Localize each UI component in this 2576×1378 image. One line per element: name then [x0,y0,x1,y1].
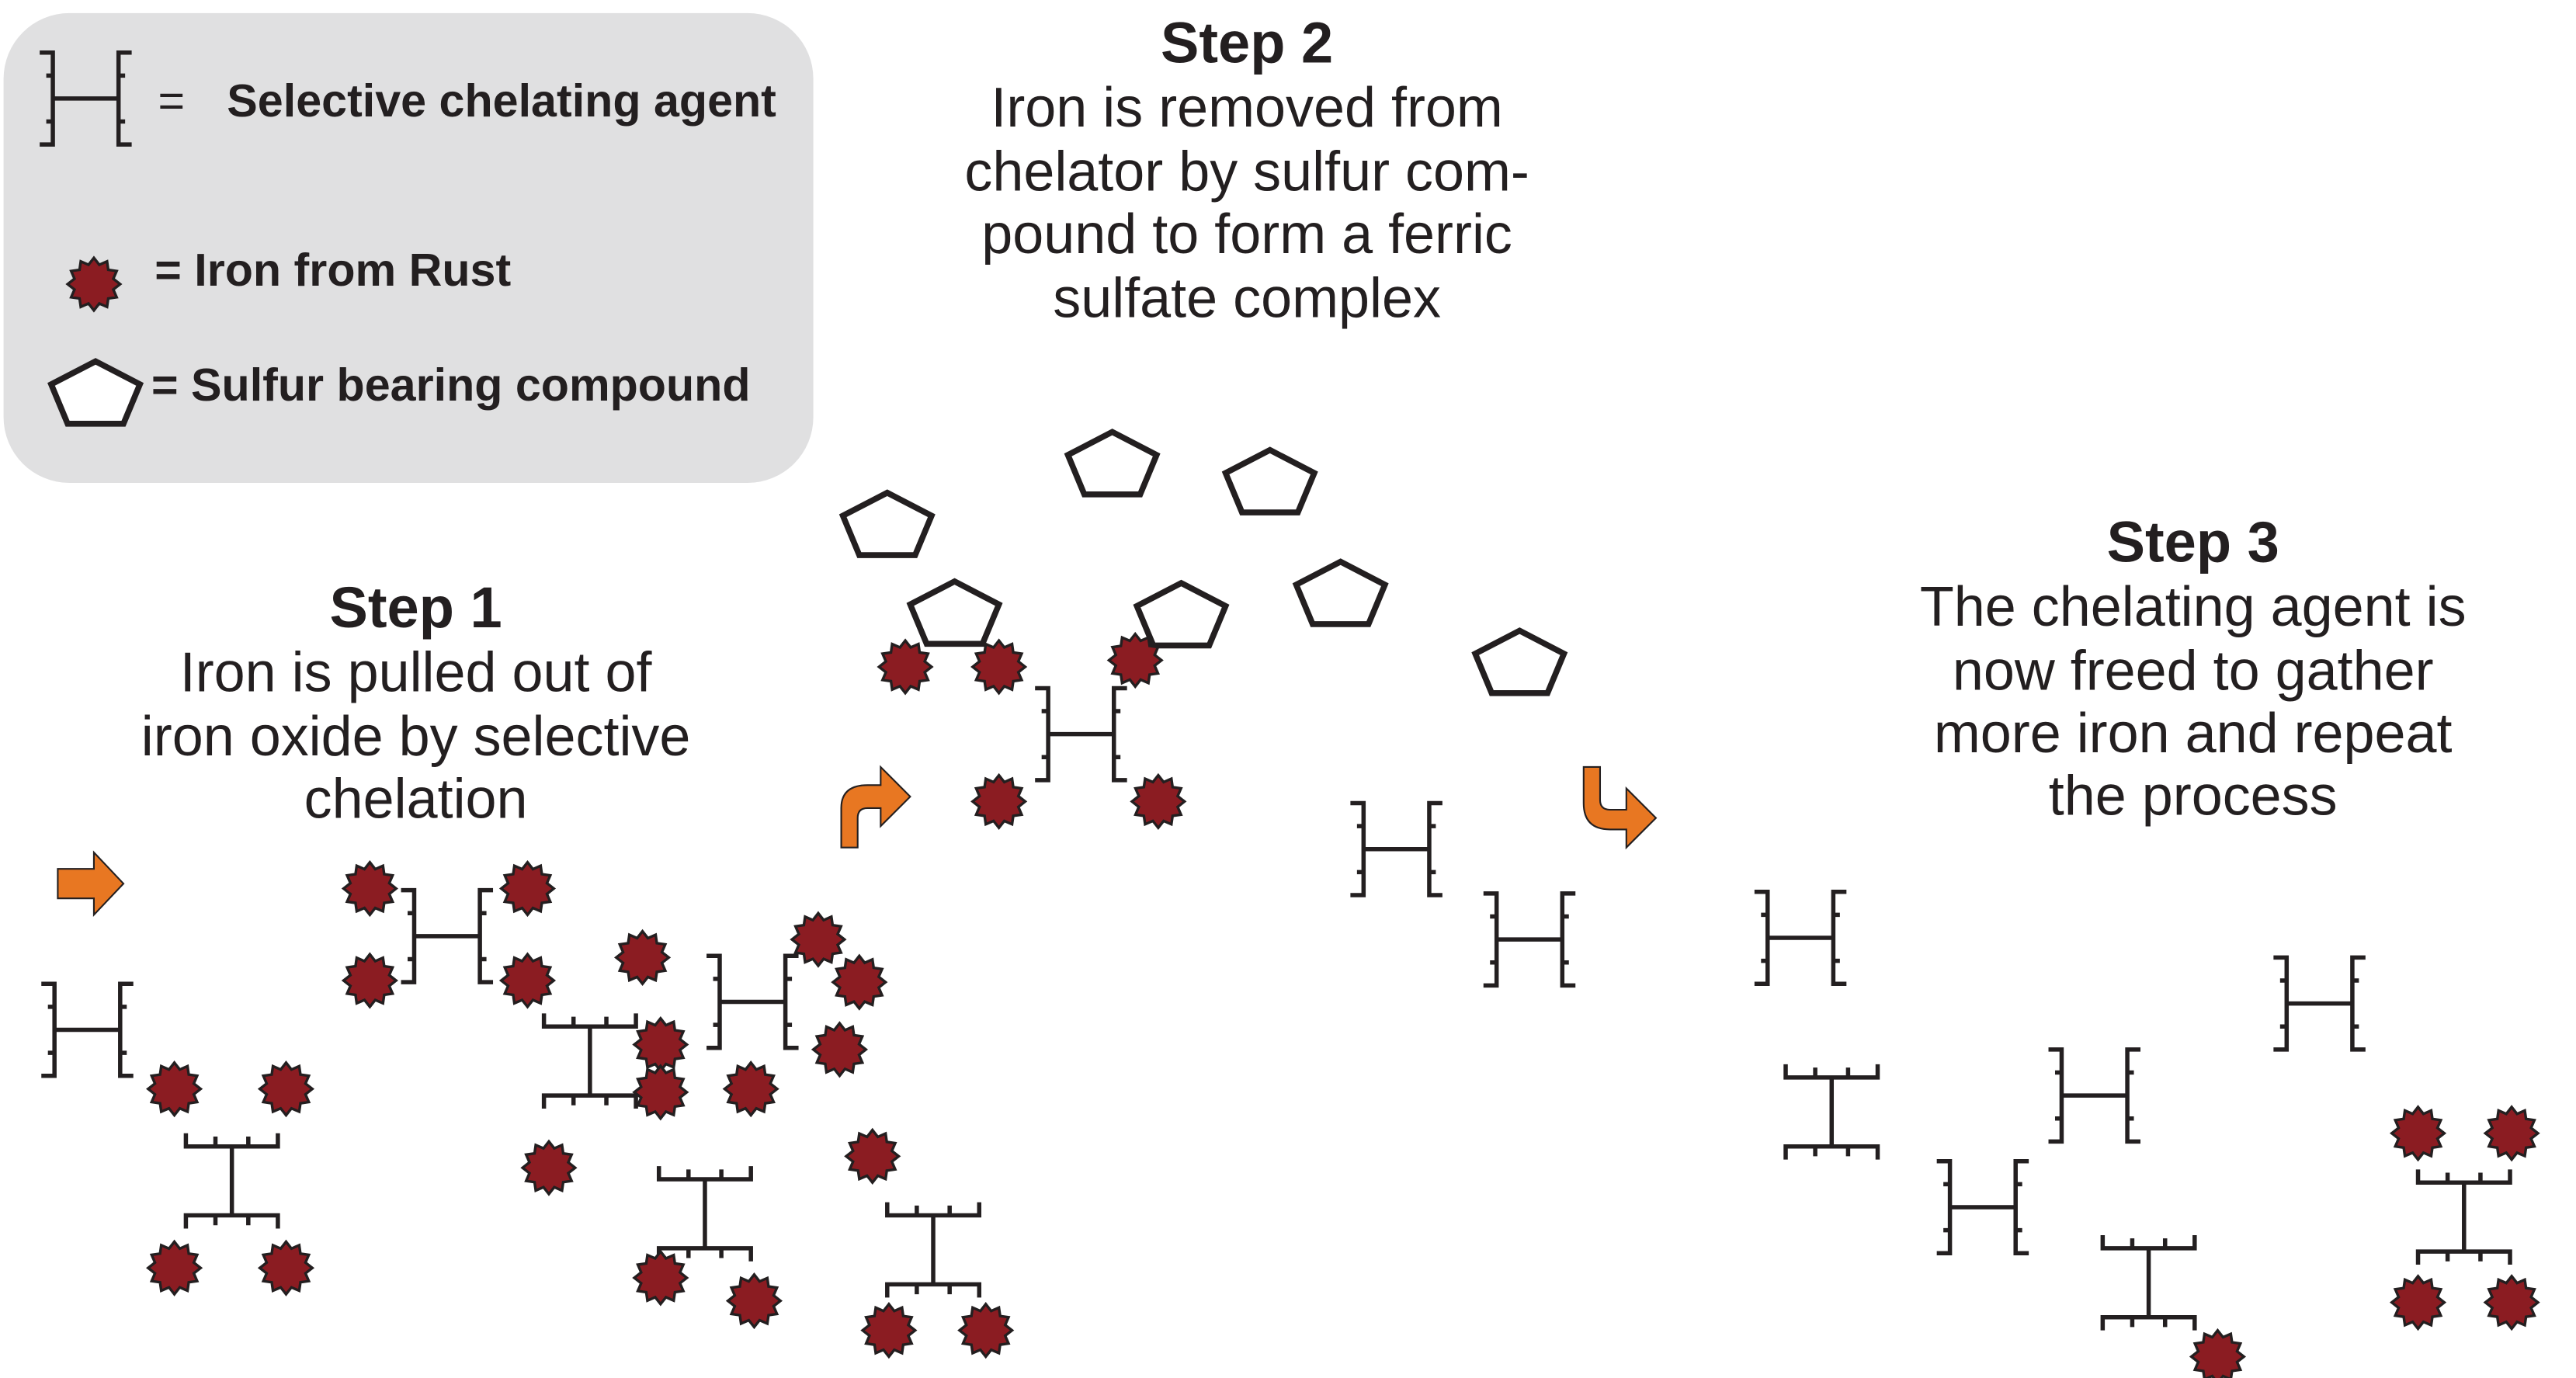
arrow-icon [1582,765,1657,849]
iron-icon [971,639,1027,695]
iron-icon [726,1273,782,1329]
iron-icon [258,1240,314,1296]
chelator-icon [186,1133,277,1229]
iron-icon [258,1061,314,1117]
step-2-line: chelator by sulfur com- [964,141,1529,203]
iron-icon [615,929,671,985]
iron-icon [521,1140,577,1196]
chelator-icon [41,984,133,1075]
step-1-line: Iron is pulled out of [180,642,653,704]
sulfur-compound-icon [1137,583,1225,645]
step-3-line: more iron and repeat [1934,703,2453,765]
step-3-title: Step 3 [2107,510,2279,574]
legend-box [3,12,814,483]
iron-icon [2390,1275,2446,1331]
step-2-caption: Step 2 Iron is removed from chelator by … [964,10,1529,329]
chelator-icon [2102,1235,2194,1331]
iron-icon [811,1022,867,1078]
legend: = Selective chelating agent = Iron from … [3,12,814,483]
iron-icon [2484,1275,2540,1331]
arrow-icon [840,765,911,849]
step-1-line: chelation [304,769,528,831]
iron-icon [877,639,933,695]
step-2-line: Iron is removed from [991,77,1502,139]
iron-icon [342,861,398,917]
sulfur-compound-icon [1068,432,1157,494]
iron-icon [633,1250,689,1306]
sulfur-compound-icon [1226,450,1314,512]
chelator-icon [544,1013,636,1109]
step-2-line: sulfate complex [1053,267,1441,329]
iron-icon [633,1016,689,1073]
iron-icon [147,1061,203,1117]
step-3-line: now freed to gather [1953,640,2434,703]
iron-icon [633,1064,689,1120]
chelator-icon [2273,957,2365,1049]
chelator-icon [2418,1169,2510,1265]
step-1-scene [41,861,1014,1359]
iron-icon [845,1128,901,1184]
chelator-icon [706,956,798,1047]
chelator-icon [1035,688,1127,779]
chelator-icon [887,1203,979,1298]
iron-icon [861,1303,917,1359]
sulfur-compound-icon [843,493,932,555]
iron-icon [971,773,1027,829]
step-3-line: the process [2049,765,2338,827]
iron-icon [2484,1106,2540,1161]
legend-chelator-label: Selective chelating agent [227,75,776,127]
step-3-line: The chelating agent is [1920,576,2467,638]
iron-icon [499,861,556,917]
chelator-icon [659,1166,751,1262]
chelator-icon [2049,1050,2140,1141]
sulfur-compound-icon [1297,562,1385,624]
chelator-icon [1786,1064,1877,1160]
step-1-title: Step 1 [330,575,502,640]
step-2-scene [843,432,1576,985]
step-1-line: iron oxide by selective [141,706,691,768]
arrow-icon [57,851,125,916]
iron-icon [2189,1328,2245,1378]
chelator-icon [1350,804,1442,895]
step-1-caption: Step 1 Iron is pulled out of iron oxide … [141,575,691,830]
legend-sulfur-label: = Sulfur bearing compound [151,359,751,411]
legend-iron-label: = Iron from Rust [154,244,511,296]
chelator-icon [401,890,493,982]
iron-icon [147,1240,203,1296]
iron-icon [499,953,556,1008]
iron-icon [2390,1106,2446,1161]
step-3-caption: Step 3 The chelating agent is now freed … [1920,510,2467,828]
step-2-title: Step 2 [1161,10,1333,75]
iron-icon [1130,773,1186,829]
iron-icon [790,911,846,967]
legend-chelator-equals: = [158,75,185,127]
iron-icon [723,1061,779,1117]
step-2-line: pound to form a ferric [981,203,1512,266]
step-3-scene [1755,892,2540,1378]
sulfur-compound-icon [910,581,998,644]
chelator-icon [1484,894,1575,985]
chelator-icon [1755,892,1846,984]
sulfur-compound-icon [1475,630,1564,692]
iron-icon [831,954,887,1010]
iron-icon [342,953,398,1008]
iron-icon [958,1303,1014,1359]
chelator-icon [1937,1161,2029,1253]
